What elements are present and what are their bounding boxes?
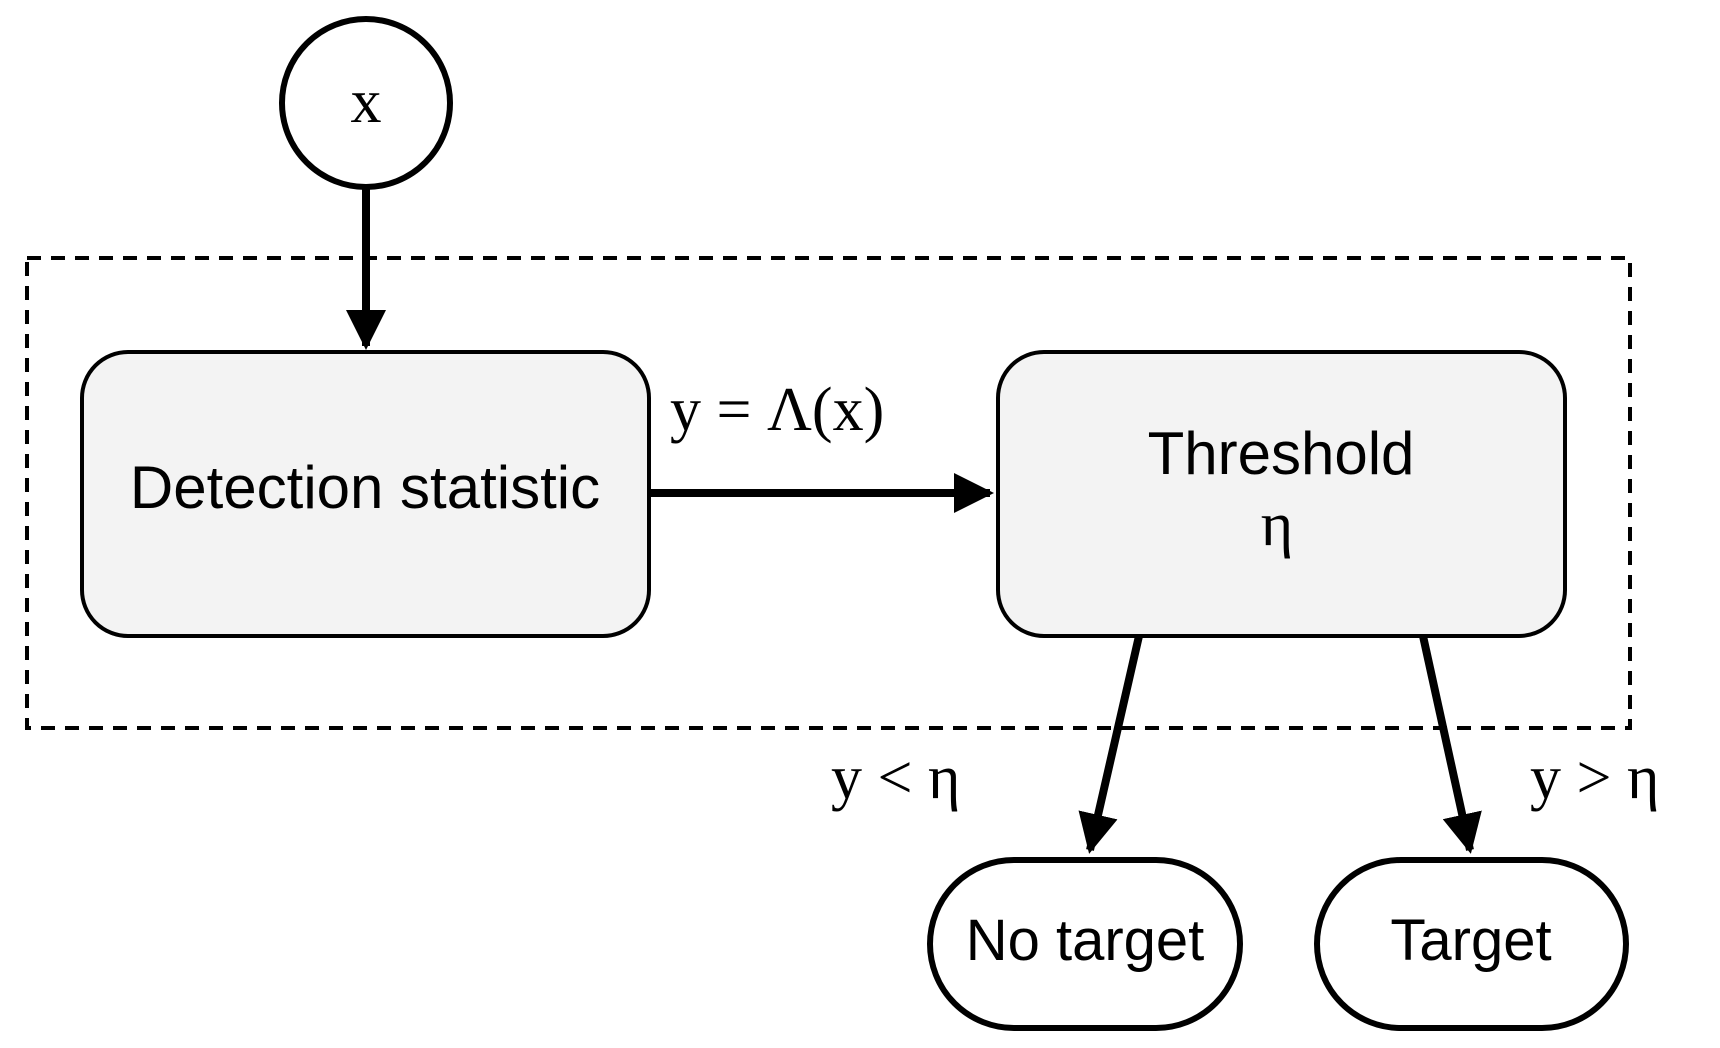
detection-statistic-label: Detection statistic	[130, 454, 600, 521]
target-node[interactable]: Target	[1314, 857, 1629, 1031]
no-target-label: No target	[966, 908, 1205, 973]
detector-group-boundary	[25, 256, 1632, 730]
threshold-box	[996, 350, 1567, 638]
input-node-label: x	[351, 68, 382, 136]
edge-threshold-to-target	[1419, 635, 1482, 854]
threshold-label: Threshold	[1148, 420, 1415, 487]
no-target-node[interactable]: No target	[927, 857, 1243, 1031]
input-node[interactable]: x	[279, 16, 453, 190]
edge-label-below-threshold: y < η	[831, 744, 960, 812]
detection-statistic-node[interactable]: Detection statistic	[80, 350, 651, 638]
no-target-terminal	[927, 857, 1243, 1031]
edge-threshold-to-no-target	[1078, 635, 1143, 854]
edge-label-above-threshold: y > η	[1530, 744, 1659, 812]
target-label: Target	[1390, 908, 1551, 973]
edge-label-detection-statistic: y = Λ(x)	[670, 376, 884, 444]
target-terminal	[1314, 857, 1629, 1031]
threshold-symbol: η	[1261, 491, 1293, 559]
detection-statistic-box	[80, 350, 651, 638]
threshold-node[interactable]: Threshold η	[996, 350, 1567, 638]
